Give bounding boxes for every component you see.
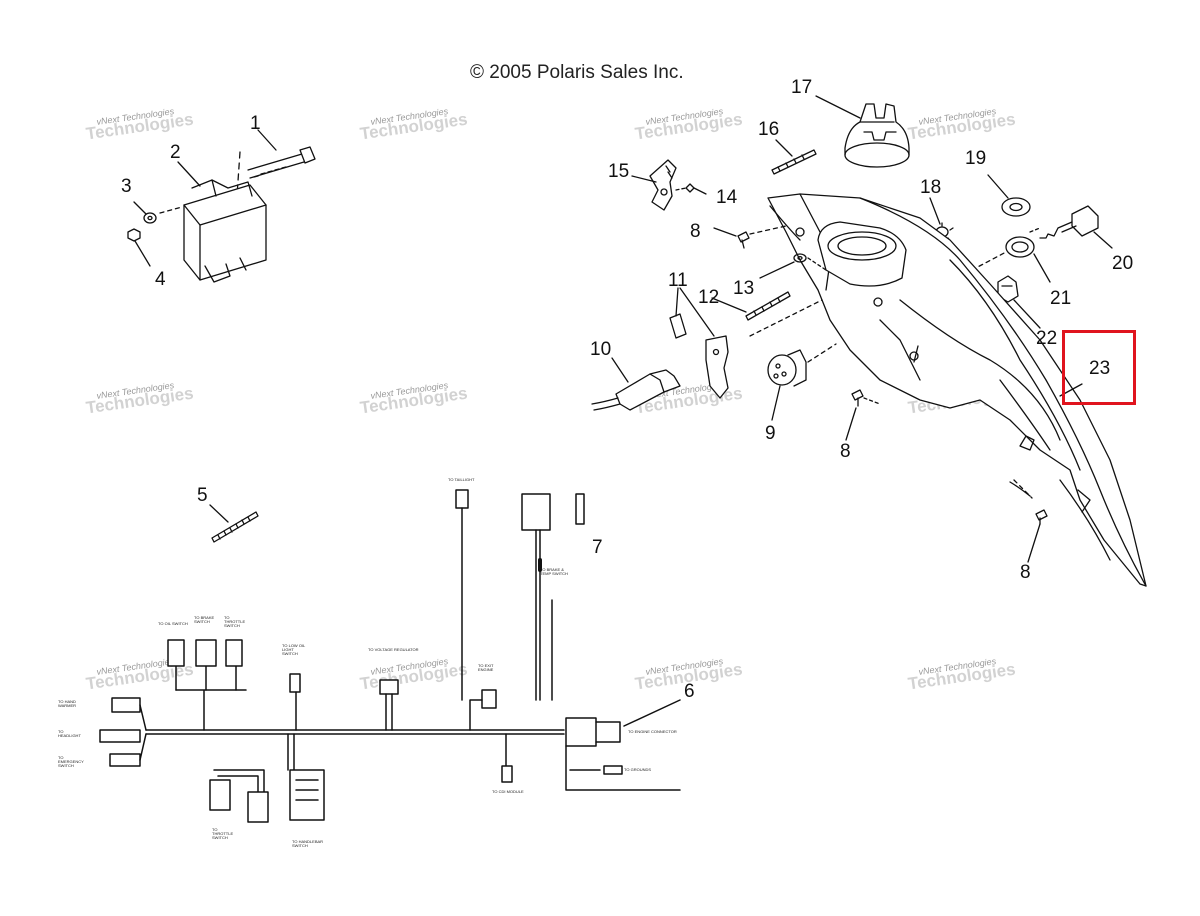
screw-part-8 [845,389,881,441]
callout-6[interactable]: 6 [684,681,695,702]
callout-20[interactable]: 20 [1112,253,1134,274]
bolt-part-1 [235,129,316,211]
callout-17[interactable]: 17 [791,77,813,98]
harness-label: TO BRAKE SWITCH [194,615,215,624]
callout-19[interactable]: 19 [965,148,987,169]
harness-label: TO TAILLIGHT [448,477,475,482]
harness-label: TO CDI MODULE [492,789,524,794]
harness-label: TO OIL SWITCH [158,621,188,626]
callout-8[interactable]: 8 [690,221,701,242]
callout-4[interactable]: 4 [155,269,166,290]
switch-part-9 [767,343,837,421]
module-part-2 [177,161,267,283]
cap-part-17 [815,95,910,168]
harness-label: TO THROTTLE SWITCH [224,615,246,628]
harness-label: TO EMERGENCY SWITCH [58,755,84,768]
console-part-23 [767,193,1147,587]
screw-part-8 [1013,479,1048,563]
callout-14[interactable]: 14 [716,187,738,208]
harness-label: TO VOLTAGE REGULATOR [368,647,419,652]
harness-label: TO HEADLIGHT [58,729,81,738]
sensor-part-10 [591,357,681,411]
pin-part-11 [669,287,729,399]
callout-12[interactable]: 12 [698,287,720,308]
callout-10[interactable]: 10 [590,339,612,360]
harness-label: TO HANDLEBAR SWITCH [292,839,324,848]
harness-label: TO EXIT ENGINE [478,663,494,672]
harness-label: TO GROUNDS [624,767,652,772]
callout-13[interactable]: 13 [733,278,755,299]
callout-3[interactable]: 3 [121,176,132,197]
cable-tie-12 [711,291,823,337]
callout-21[interactable]: 21 [1050,288,1072,309]
callout-8[interactable]: 8 [840,441,851,462]
strip-part-16 [771,139,817,175]
screw-part-8 [713,225,787,249]
harness-label: TO BRAKE & TEMP SWITCH [540,567,568,576]
callout-7[interactable]: 7 [592,537,603,558]
copyright-text: © 2005 Polaris Sales Inc. [470,62,684,83]
callout-15[interactable]: 15 [608,161,630,182]
callout-23[interactable]: 23 [1089,358,1111,379]
callout-16[interactable]: 16 [758,119,780,140]
washer-nut-3-4 [127,201,183,267]
cable-tie-5 [209,504,259,543]
grommet-parts-18-19 [929,174,1031,242]
callout-5[interactable]: 5 [197,485,208,506]
callout-2[interactable]: 2 [170,142,181,163]
callout-1[interactable]: 1 [250,113,261,134]
switch-part-21 [971,236,1051,283]
callout-8[interactable]: 8 [1020,562,1031,583]
wiring-harness-6 [99,489,681,823]
callout-9[interactable]: 9 [765,423,776,444]
callout-11[interactable]: 11 [668,270,688,291]
callout-22[interactable]: 22 [1036,328,1058,349]
highlight-box-part-23 [1062,330,1136,405]
callout-18[interactable]: 18 [920,177,942,198]
harness-label: TO ENGINE CONNECTOR [628,729,677,734]
key-part-20 [1029,205,1113,249]
washer-part-13 [759,253,827,279]
bracket-part-15 [631,159,707,211]
harness-label: TO THROTTLE SWITCH [212,827,234,840]
harness-label: TO LOW OIL LIGHT SWITCH [282,643,306,656]
harness-label: TO HAND WARMER [58,699,77,708]
